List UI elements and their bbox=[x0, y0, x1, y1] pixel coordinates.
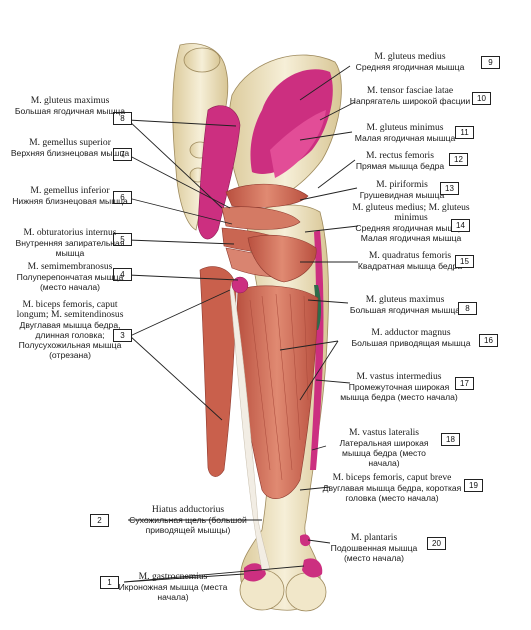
femoral-condyle-right bbox=[285, 572, 327, 612]
label-russian: Сухожильная щель (большой приводящей мыш… bbox=[129, 515, 247, 535]
label-russian: Средняя ягодичная мышца bbox=[355, 62, 465, 72]
label-latin: M. gluteus maximus bbox=[30, 95, 110, 106]
label-latin: M. biceps femoris, caput breve bbox=[332, 472, 452, 483]
label-russian: Подошвенная мышца (место начала) bbox=[330, 543, 418, 563]
label-latin: M. plantaris bbox=[350, 532, 398, 543]
label-russian: Латеральная широкая мышца бедра (место н… bbox=[339, 438, 429, 468]
label-russian: Большая ягодичная мышца bbox=[14, 106, 126, 116]
leader-lines bbox=[123, 65, 359, 583]
label-number: 13 bbox=[440, 182, 459, 195]
label-number: 15 bbox=[455, 255, 474, 268]
label-latin: M. semimembranosus bbox=[27, 261, 113, 272]
label-number: 14 bbox=[451, 219, 470, 232]
label-number: 4 bbox=[113, 268, 132, 281]
label-number: 7 bbox=[113, 148, 132, 161]
label-number: 10 bbox=[472, 92, 491, 105]
label-latin: M. obturatorius internus bbox=[23, 227, 117, 238]
label-number: 16 bbox=[479, 334, 498, 347]
label-number: 3 bbox=[113, 329, 132, 342]
label-number: 20 bbox=[427, 537, 446, 550]
label-russian: Малая ягодичная мышца bbox=[354, 133, 456, 143]
label-latin: M. adductor magnus bbox=[371, 327, 451, 338]
sacrum-bone bbox=[172, 43, 229, 231]
label-latin: M. gastrocnemius bbox=[138, 571, 208, 582]
label-russian: Икроножная мышца (места начала) bbox=[118, 582, 228, 602]
gluteus-minimus-origin bbox=[270, 110, 326, 178]
label-number: 17 bbox=[455, 377, 474, 390]
gluteus-maximus-origin bbox=[197, 105, 241, 240]
label-latin: M. rectus femoris bbox=[366, 150, 434, 161]
label-russian: Двуглавая мышца бедра, длинная головка; … bbox=[18, 320, 122, 360]
label-number: 12 bbox=[449, 153, 468, 166]
label-number: 2 bbox=[90, 514, 109, 527]
label-russian: Верхняя близнецовая мышца bbox=[10, 148, 130, 158]
label-number: 5 bbox=[113, 233, 132, 246]
label-latin: M. gluteus minimus bbox=[366, 122, 444, 133]
label-number: 11 bbox=[455, 126, 474, 139]
label-number: 19 bbox=[464, 479, 483, 492]
label-latin: M. gemellus superior bbox=[29, 137, 111, 148]
label-latin: M. gluteus maximus bbox=[365, 294, 445, 305]
label-latin: Hiatus adductorius bbox=[151, 504, 225, 515]
label-latin: M. quadratus femoris bbox=[368, 250, 452, 261]
label-number: 8 bbox=[113, 112, 132, 125]
gluteus-medius-origin bbox=[250, 69, 333, 174]
label-russian: Промежуточная широкая мышца бедра (место… bbox=[340, 382, 458, 402]
gastrocnemius-origin-medial bbox=[244, 563, 266, 582]
label-latin: M. vastus lateralis bbox=[348, 427, 420, 438]
label-latin: M. gluteus medius bbox=[374, 51, 446, 62]
label-russian: Напрягатель широкой фасции bbox=[349, 96, 471, 106]
quadratus-femoris-muscle bbox=[247, 234, 317, 283]
label-russian: Грушевидная мышца bbox=[359, 190, 445, 200]
label-russian: Большая ягодичная мышца bbox=[349, 305, 461, 315]
label-biceps-femoris-long: M. biceps femoris, caput longum; M. semi… bbox=[10, 299, 130, 361]
label-number: 1 bbox=[100, 576, 119, 589]
vastus-lateralis-origin bbox=[310, 230, 324, 470]
label-number: 6 bbox=[113, 191, 132, 204]
label-latin: M. gluteus medius; M. gluteus minimus bbox=[352, 202, 470, 223]
label-russian: Средняя ягодичная мышца; Малая ягодичная… bbox=[355, 223, 467, 243]
label-latin: M. gemellus inferior bbox=[30, 185, 110, 196]
label-russian: Нижняя близнецовая мышца bbox=[12, 196, 128, 206]
label-russian: Квадратная мышца бедра bbox=[357, 261, 463, 271]
label-number: 8 bbox=[458, 302, 477, 315]
gastrocnemius-origin-lateral bbox=[302, 558, 323, 578]
label-number: 9 bbox=[481, 56, 500, 69]
label-latin: M. biceps femoris, caput longum; M. semi… bbox=[16, 299, 124, 320]
label-russian: Прямая мышца бедра bbox=[355, 161, 445, 171]
adductor-fibers bbox=[249, 293, 309, 481]
label-latin: M. piriformis bbox=[376, 179, 428, 190]
ischial-tuberosity bbox=[231, 276, 249, 294]
label-number: 18 bbox=[441, 433, 460, 446]
label-russian: Двуглавая мышца бедра, короткая головка … bbox=[322, 483, 462, 503]
label-russian: Большая приводящая мышца bbox=[351, 338, 471, 348]
label-latin: M. vastus intermedius bbox=[356, 371, 442, 382]
label-russian: Полуперепончатая мышца (место начала) bbox=[16, 272, 124, 292]
plantaris-origin bbox=[300, 534, 311, 547]
label-russian: Внутренняя запирательная мышца bbox=[15, 238, 125, 258]
label-latin: M. tensor fasciae latae bbox=[366, 85, 454, 96]
